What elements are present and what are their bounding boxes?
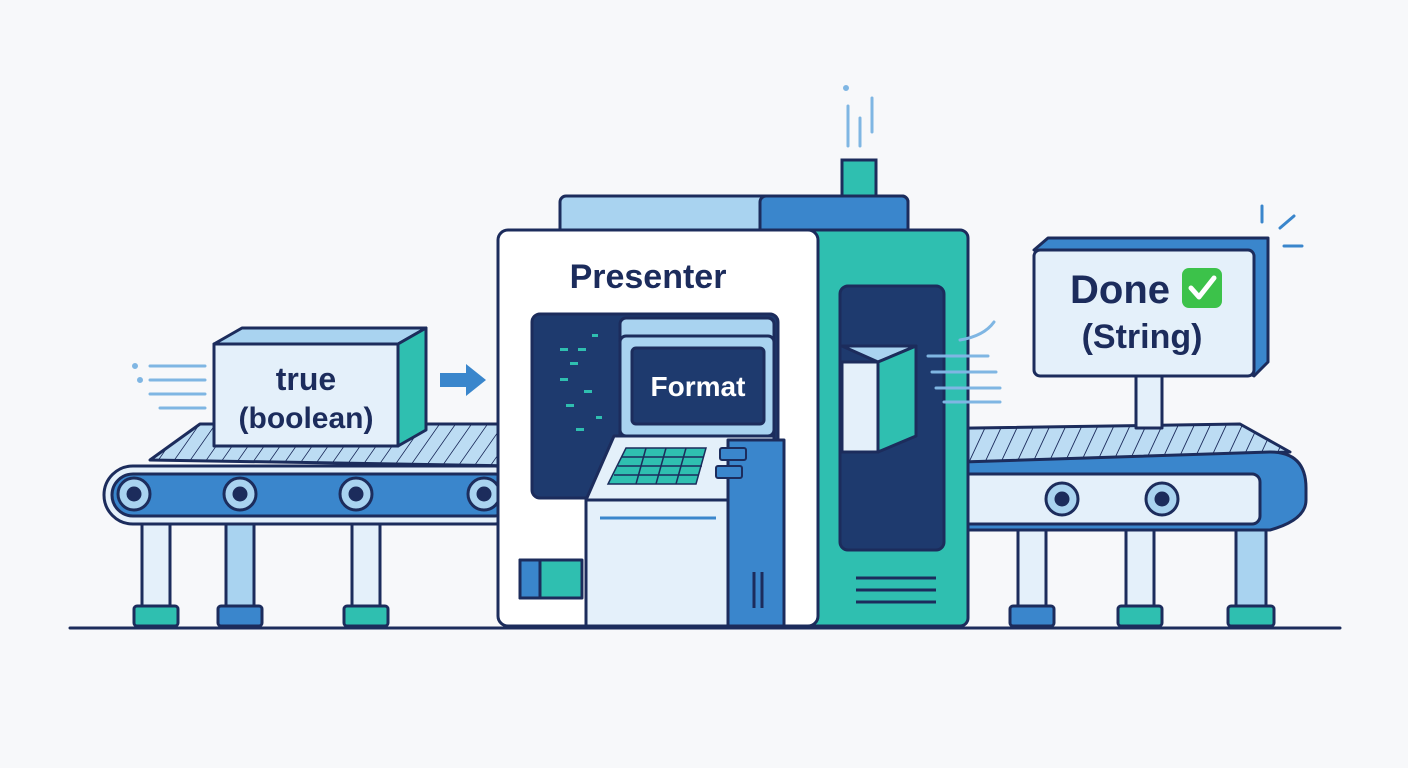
chimney [840, 158, 878, 198]
terminal-screen-label: Format [651, 371, 746, 402]
check-mark-icon [1182, 268, 1222, 308]
keyboard [606, 447, 707, 485]
input-value-label: true [276, 361, 336, 397]
flow-arrow-icon [440, 364, 486, 396]
data-particles [560, 334, 602, 431]
machine-title: Presenter [570, 258, 727, 296]
left-conveyor [102, 422, 526, 628]
left-conveyor-rollers [116, 476, 502, 512]
terminal-buttons [715, 447, 747, 479]
motion-lines-right [926, 320, 1002, 404]
steam-lines [843, 85, 874, 148]
motion-lines-left [132, 363, 207, 410]
input-box [212, 326, 428, 448]
output-status-label: Done [1070, 268, 1170, 312]
sign-sparkle-lines [1260, 204, 1304, 248]
output-type-label: (String) [1082, 318, 1203, 356]
left-conveyor-legs [132, 518, 390, 628]
input-type-label: (boolean) [239, 402, 374, 435]
exiting-box [840, 344, 918, 454]
